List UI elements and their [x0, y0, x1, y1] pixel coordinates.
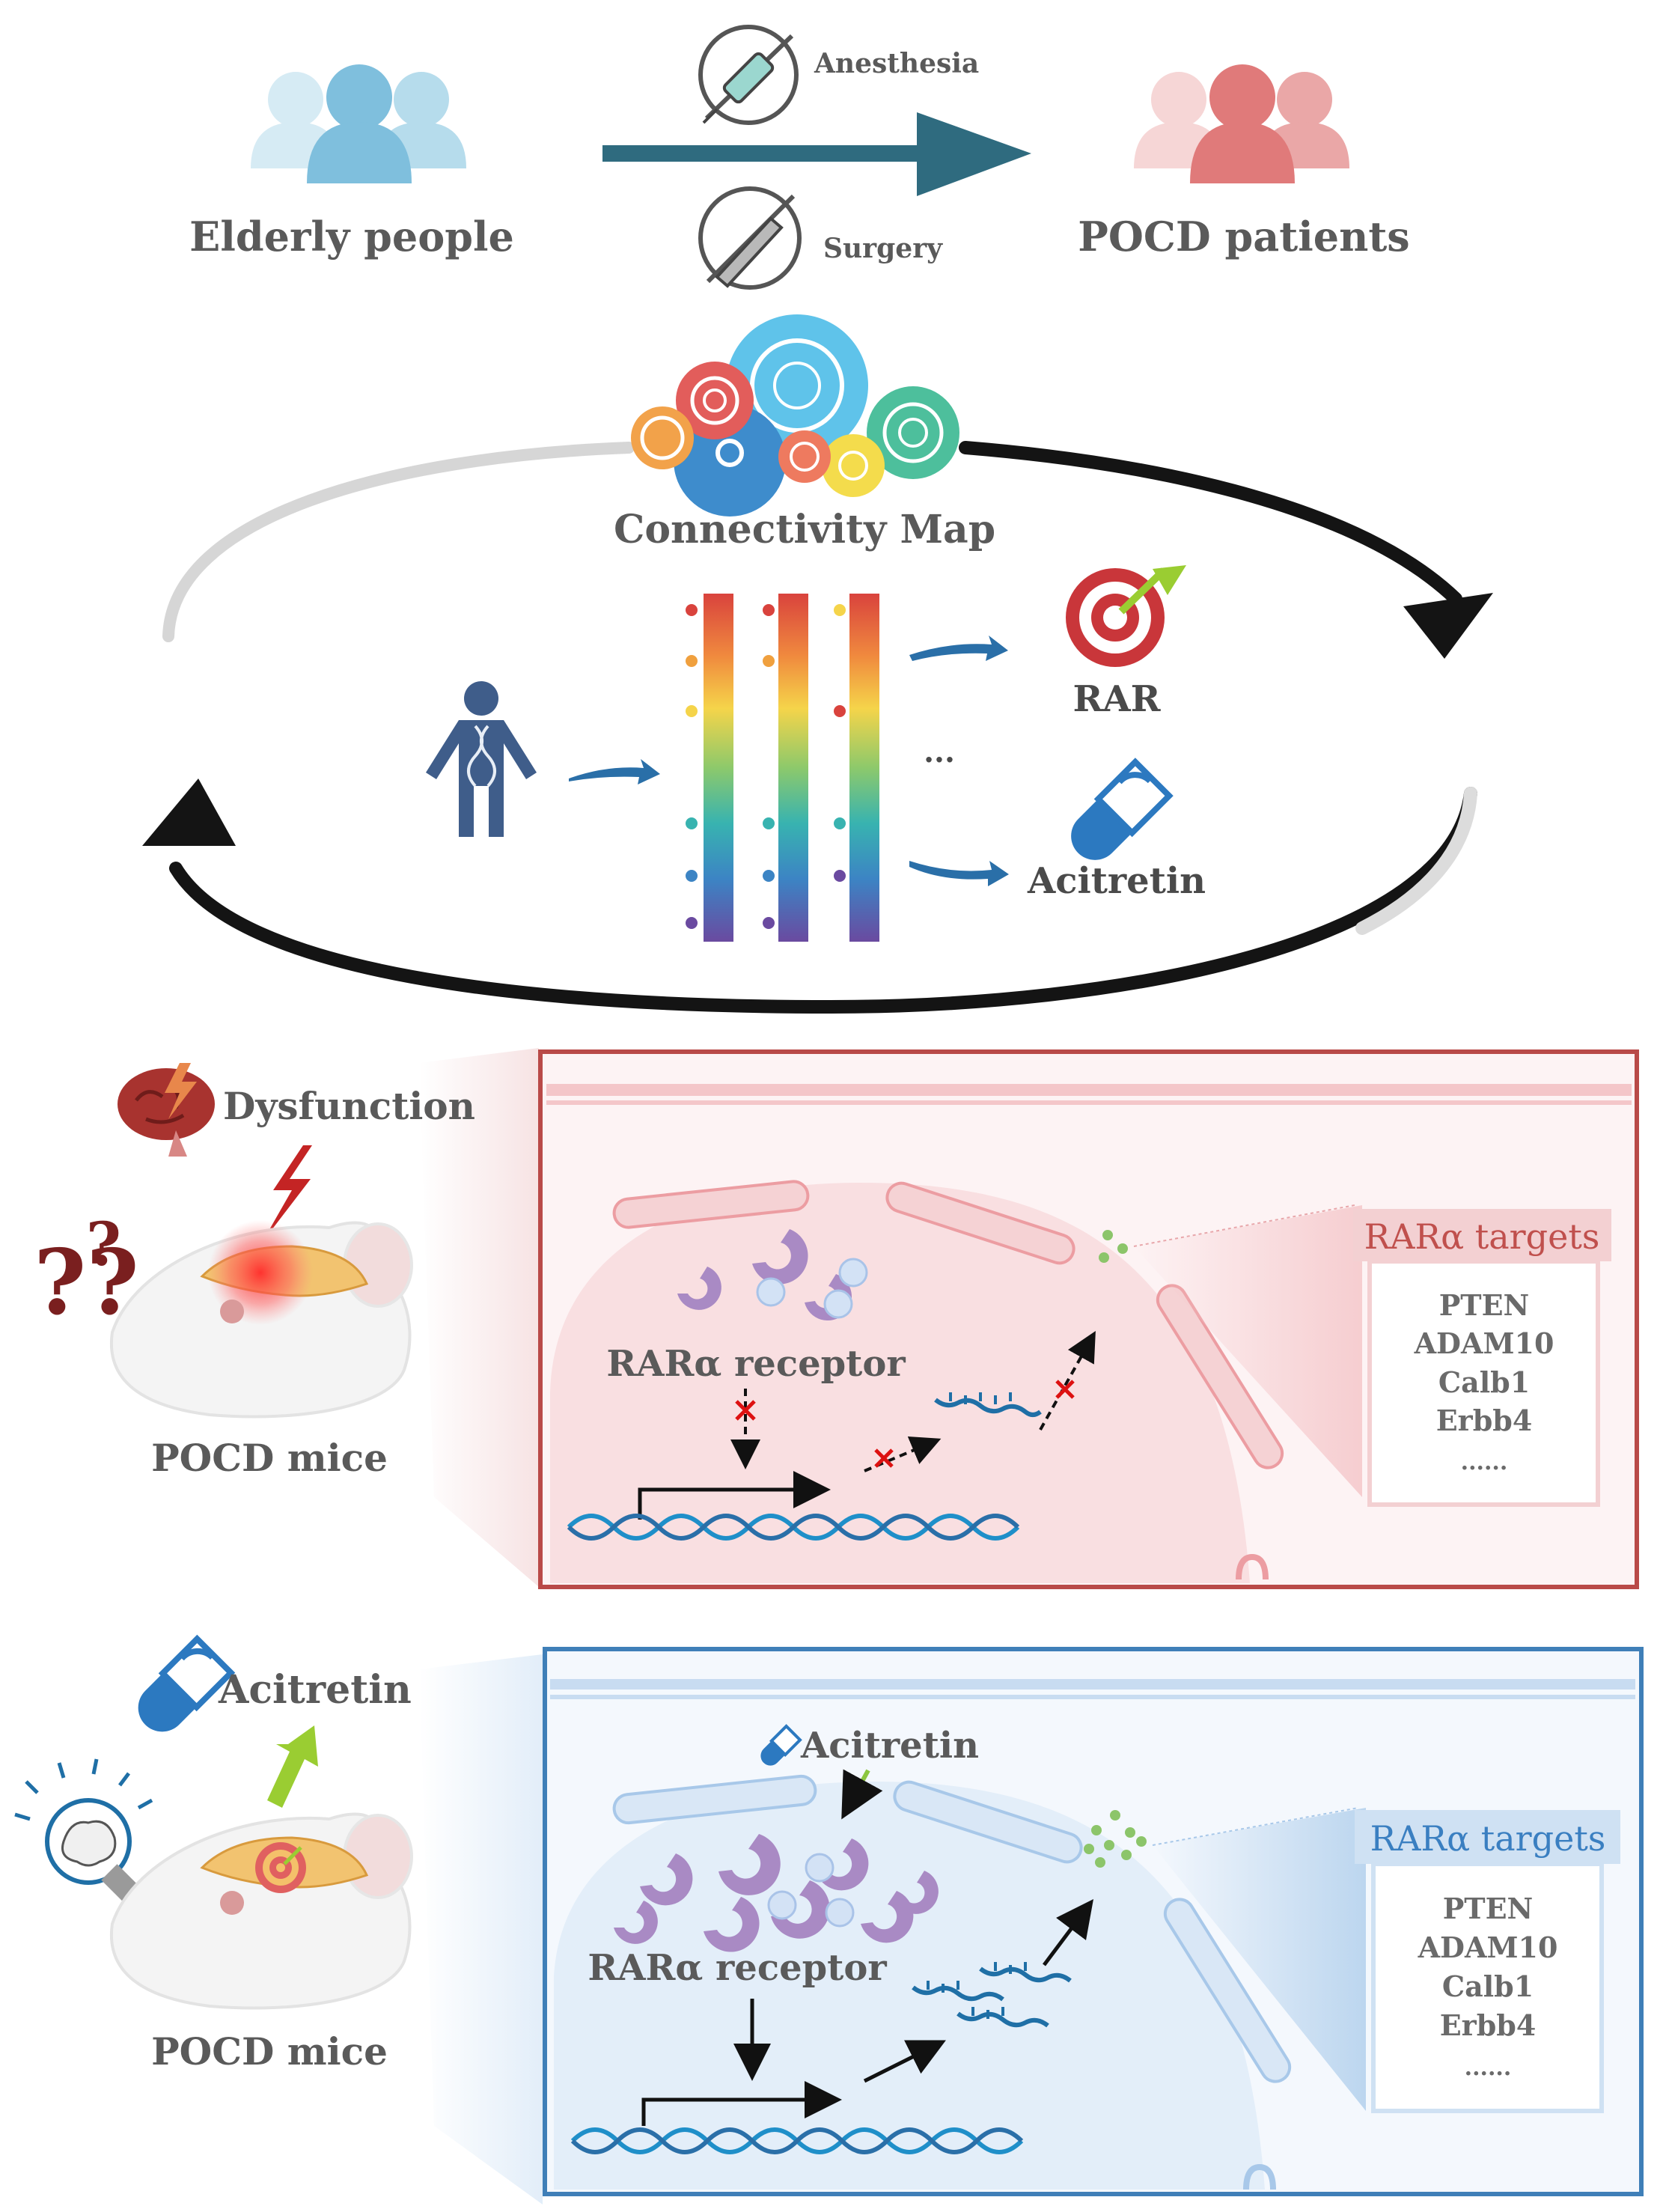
- treated-receptor-label: RARα receptor: [588, 1947, 887, 1989]
- cycle-arrow: [142, 441, 1493, 1014]
- disease-target-item: Calb1: [1438, 1365, 1530, 1399]
- dysfunction-label: Dysfunction: [223, 1084, 475, 1128]
- treated-product-dots: [1084, 1810, 1147, 1868]
- capsule-icon: [1071, 758, 1174, 860]
- scalpel-icon: [698, 186, 802, 290]
- treated-mouse-label: POCD mice: [151, 2029, 388, 2074]
- disease-receptor-label: RARα receptor: [606, 1343, 906, 1385]
- flow-arrow-to-bars: [569, 759, 660, 784]
- lightbulb-icon: [14, 1758, 153, 1901]
- treated-acitretin-label: Acitretin: [218, 1667, 412, 1713]
- disease-target-item: ADAM10: [1414, 1326, 1554, 1360]
- treated-target-item: Calb1: [1442, 1969, 1534, 2003]
- person-dna-icon: [426, 681, 537, 837]
- blocked-transcription: [638, 1331, 1096, 1520]
- inner-acitretin-label: Acitretin: [800, 1725, 979, 1767]
- pointing-arrow-icon: [267, 1725, 318, 1808]
- elderly-people-icon: [251, 64, 466, 183]
- treated-mouse-illustration: [109, 1812, 413, 2010]
- svg-text:?: ?: [86, 1209, 121, 1279]
- elderly-people-label: Elderly people: [189, 213, 514, 260]
- brain-dysfunction-icon: [118, 1063, 215, 1157]
- disease-target-item: Erbb4: [1436, 1404, 1533, 1437]
- treated-target-item: ADAM10: [1418, 1931, 1558, 1964]
- rar-alpha-receptor-cluster: [677, 1229, 868, 1321]
- treated-target-item: ......: [1465, 2055, 1512, 2081]
- flow-arrow-to-drug: [909, 861, 1009, 886]
- disease-targets-wedge: [1134, 1205, 1362, 1497]
- disease-dna-helix: [567, 1514, 1020, 1541]
- flow-arrow-to-target: [909, 636, 1008, 661]
- connectivity-map-label: Connectivity Map: [614, 507, 995, 552]
- disease-target-item: ......: [1461, 1449, 1508, 1475]
- inner-capsule-icon: [760, 1724, 802, 1766]
- ellipsis-label: ...: [924, 734, 955, 770]
- disease-mrna: [934, 1392, 1042, 1417]
- main-flow-arrow-shaft: [602, 145, 932, 162]
- disease-mouse-label: POCD mice: [151, 1436, 388, 1480]
- pocd-patients-label: POCD patients: [1078, 213, 1409, 260]
- disease-product-dots: [1099, 1230, 1128, 1263]
- treated-targets-title: RARα targets: [1370, 1818, 1606, 1859]
- treated-receptor-cluster: [614, 1834, 939, 1952]
- anesthesia-label: Anesthesia: [814, 48, 979, 79]
- treated-target-item: Erbb4: [1440, 2008, 1537, 2042]
- expression-signatures: [686, 594, 879, 942]
- disease-targets-box: [1353, 1209, 1611, 1507]
- treated-targets-wedge: [1153, 1808, 1366, 2111]
- main-flow-arrow-head: [917, 112, 1031, 196]
- disease-target-item: PTEN: [1439, 1288, 1530, 1322]
- target-icon: [1066, 565, 1186, 667]
- surgery-label: Surgery: [823, 233, 943, 264]
- disease-zoom-wedge: [419, 1048, 539, 1587]
- active-transcription: [641, 1899, 1093, 2126]
- confused-mouse-illustration: ?? ?: [34, 1209, 413, 1419]
- pocd-patients-icon: [1134, 64, 1349, 183]
- treated-dna-helix: [570, 2127, 1024, 2154]
- treated-target-list: PTEN ADAM10 Calb1 Erbb4 ......: [1418, 1892, 1558, 2081]
- disease-target-list: PTEN ADAM10 Calb1 Erbb4 ......: [1414, 1288, 1554, 1475]
- treated-capsule-icon: [138, 1634, 236, 1732]
- disease-targets-title: RARα targets: [1364, 1216, 1600, 1257]
- treated-targets-box: [1355, 1810, 1620, 2113]
- treated-mrna: [912, 1962, 1072, 2028]
- syringe-icon: [698, 25, 799, 125]
- connectivity-map-icon: [631, 314, 959, 517]
- drug-entry-arrow: [841, 1769, 883, 1820]
- treated-target-item: PTEN: [1443, 1892, 1534, 1925]
- rar-label: RAR: [1072, 678, 1161, 720]
- acitretin-middle-label: Acitretin: [1027, 860, 1206, 902]
- treated-zoom-wedge: [419, 1654, 543, 2205]
